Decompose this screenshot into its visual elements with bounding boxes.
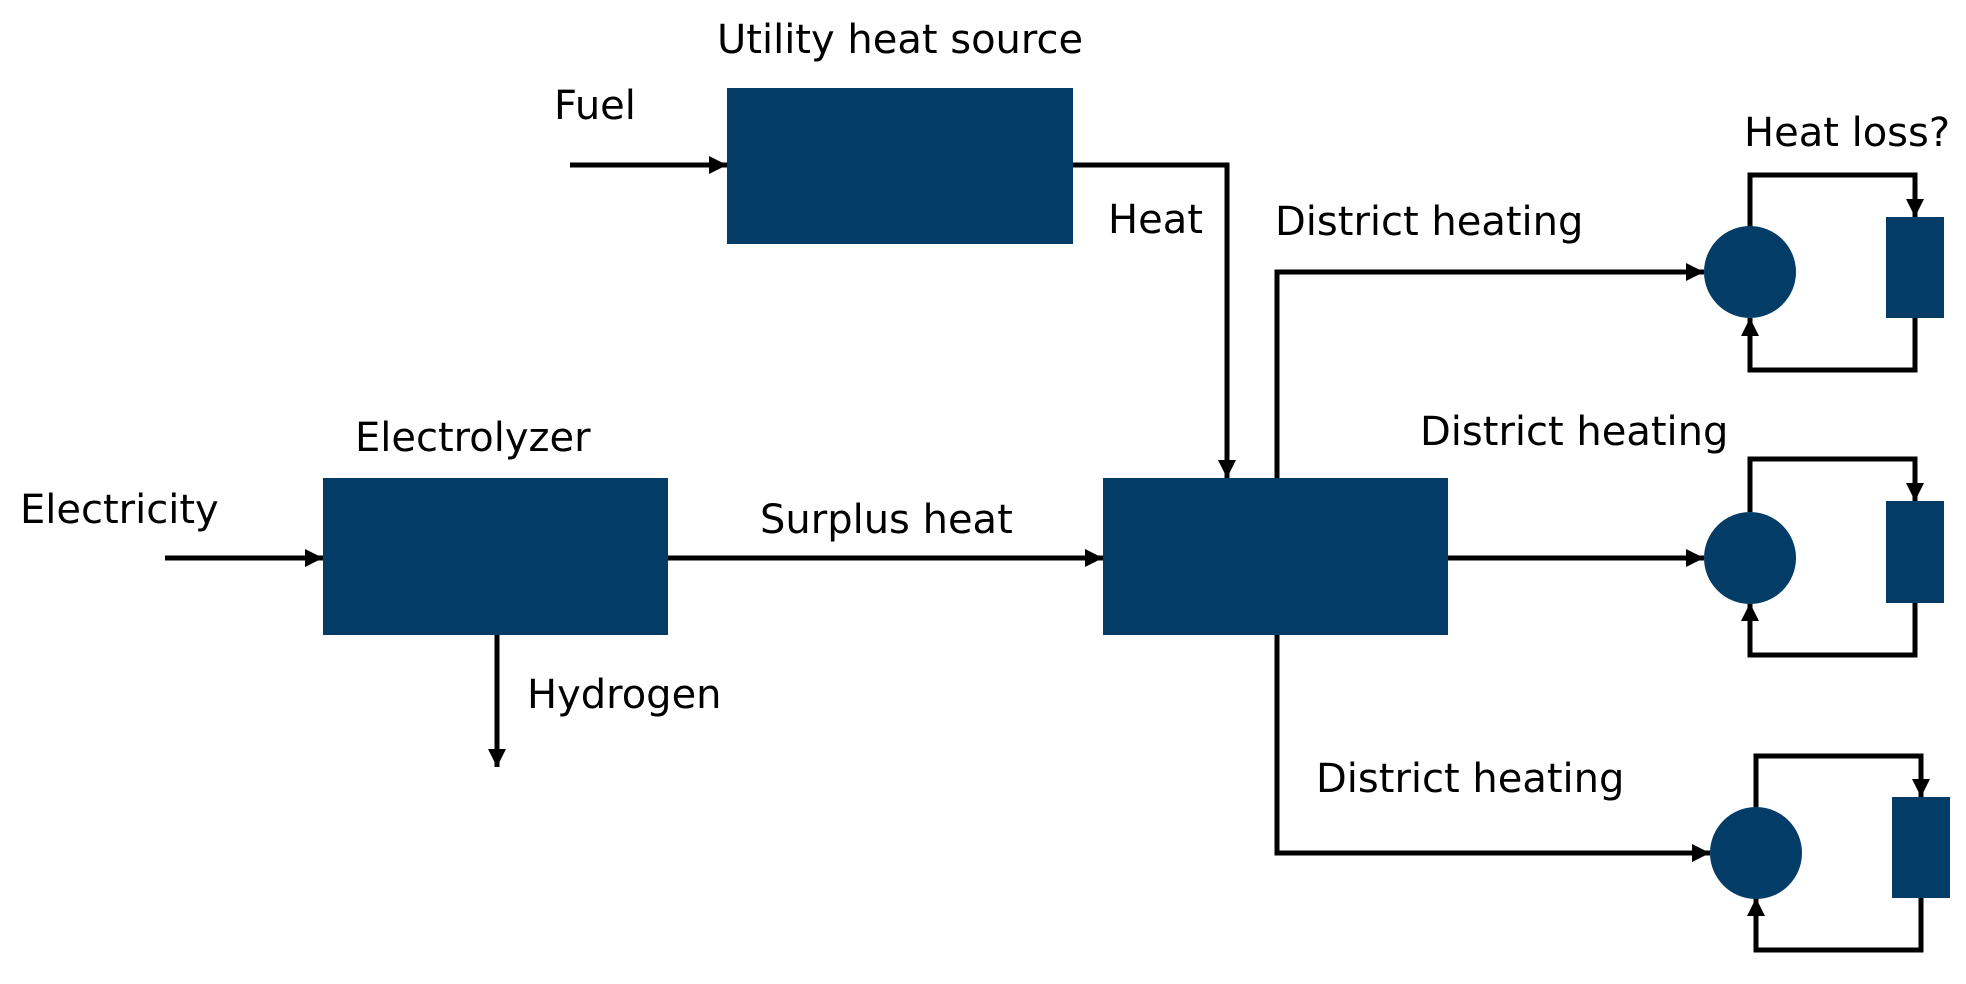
consumer-pump-3	[1710, 807, 1802, 899]
district-heating-label-3: District heating	[1316, 756, 1624, 802]
consumer-unit-1	[1886, 217, 1944, 318]
heat-hub-block	[1103, 478, 1448, 635]
consumer-pump-2	[1704, 512, 1796, 604]
electricity-label: Electricity	[20, 487, 219, 533]
consumer-unit-2	[1886, 501, 1944, 603]
loop-1-top	[1747, 172, 1924, 228]
loop-2-top	[1747, 456, 1924, 512]
consumer-loop-3	[1710, 753, 1950, 953]
district-heating-arrow-1	[1274, 263, 1704, 478]
loop-3-bottom	[1747, 898, 1924, 953]
loop-1-bottom	[1741, 318, 1918, 373]
district-heating-label-1: District heating	[1275, 199, 1583, 245]
fuel-label: Fuel	[554, 83, 636, 129]
electrolyzer-label: Electrolyzer	[355, 415, 591, 461]
loop-2-bottom	[1741, 603, 1918, 658]
consumer-loop-2	[1704, 456, 1944, 658]
surplus-heat-label: Surplus heat	[760, 497, 1013, 543]
district-heating-label-2: District heating	[1420, 409, 1728, 455]
utility-heat-source-label: Utility heat source	[717, 17, 1083, 63]
consumer-pump-1	[1704, 226, 1796, 318]
consumer-unit-3	[1892, 797, 1950, 898]
heat-loss-label: Heat loss?	[1744, 110, 1950, 156]
heat-arrow	[1073, 162, 1236, 478]
utility-heat-source-block	[727, 88, 1073, 244]
heat-label: Heat	[1108, 197, 1203, 243]
electrolyzer-block	[323, 478, 668, 635]
hydrogen-label: Hydrogen	[527, 672, 722, 718]
consumer-loop-1	[1704, 172, 1944, 373]
loop-3-top	[1753, 753, 1930, 809]
district-heating-arrow-3	[1274, 635, 1710, 862]
